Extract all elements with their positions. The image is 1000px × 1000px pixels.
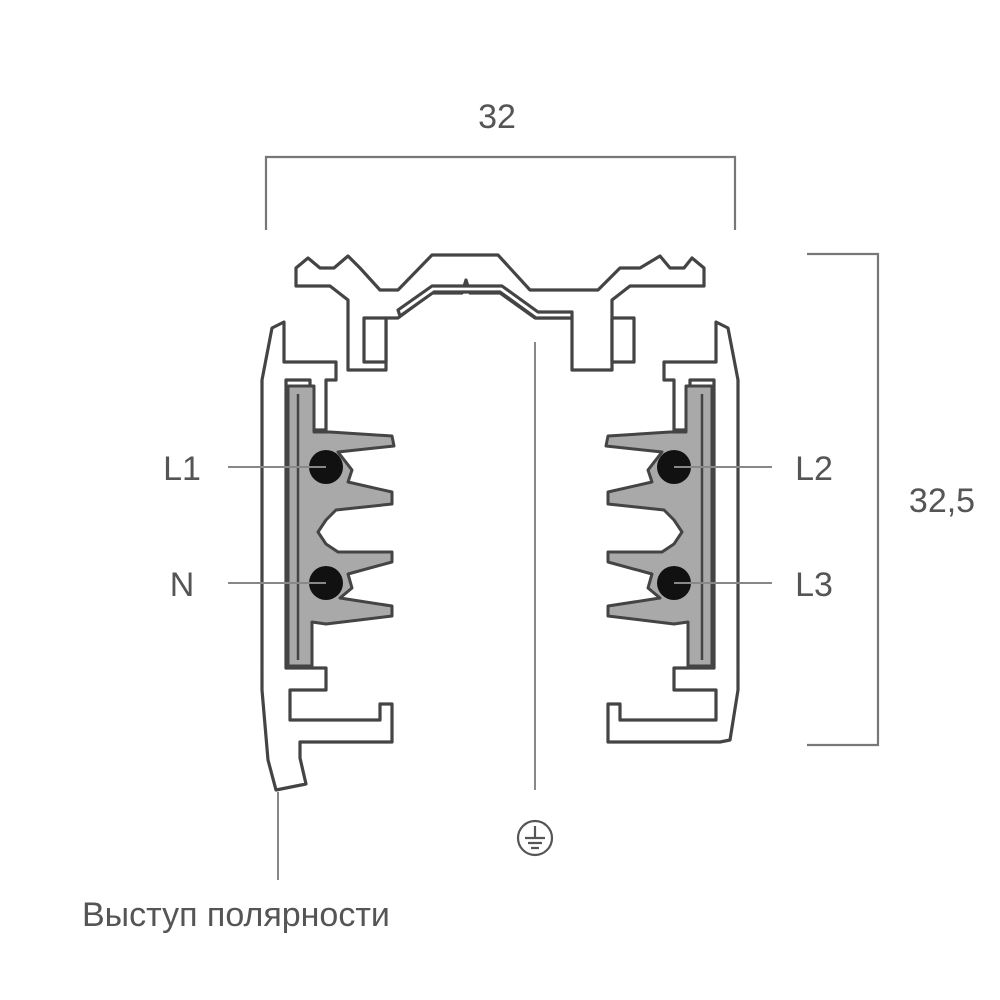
right-wall: [606, 320, 740, 744]
rail-center-channel-right: [610, 316, 636, 364]
terminal-label-l3: L3: [795, 566, 833, 604]
width-dimension-line: [264, 155, 737, 230]
width-dimension-label: 32: [478, 98, 516, 136]
terminal-label-n: N: [170, 566, 195, 604]
height-dimension-line: [807, 252, 880, 747]
terminal-label-l2: L2: [795, 450, 833, 488]
right-insulator: [604, 384, 714, 668]
polarity-caption: Выступ полярности: [82, 896, 390, 934]
rail-top-cap: [294, 253, 706, 372]
terminal-label-l1: L1: [163, 450, 201, 488]
ground-icon: [516, 819, 554, 857]
rail-center-groove: [396, 284, 574, 320]
left-insulator: [286, 384, 396, 668]
rail-center-channel: [362, 316, 388, 364]
height-dimension-label: 32,5: [909, 482, 975, 520]
left-wall: [260, 320, 394, 792]
